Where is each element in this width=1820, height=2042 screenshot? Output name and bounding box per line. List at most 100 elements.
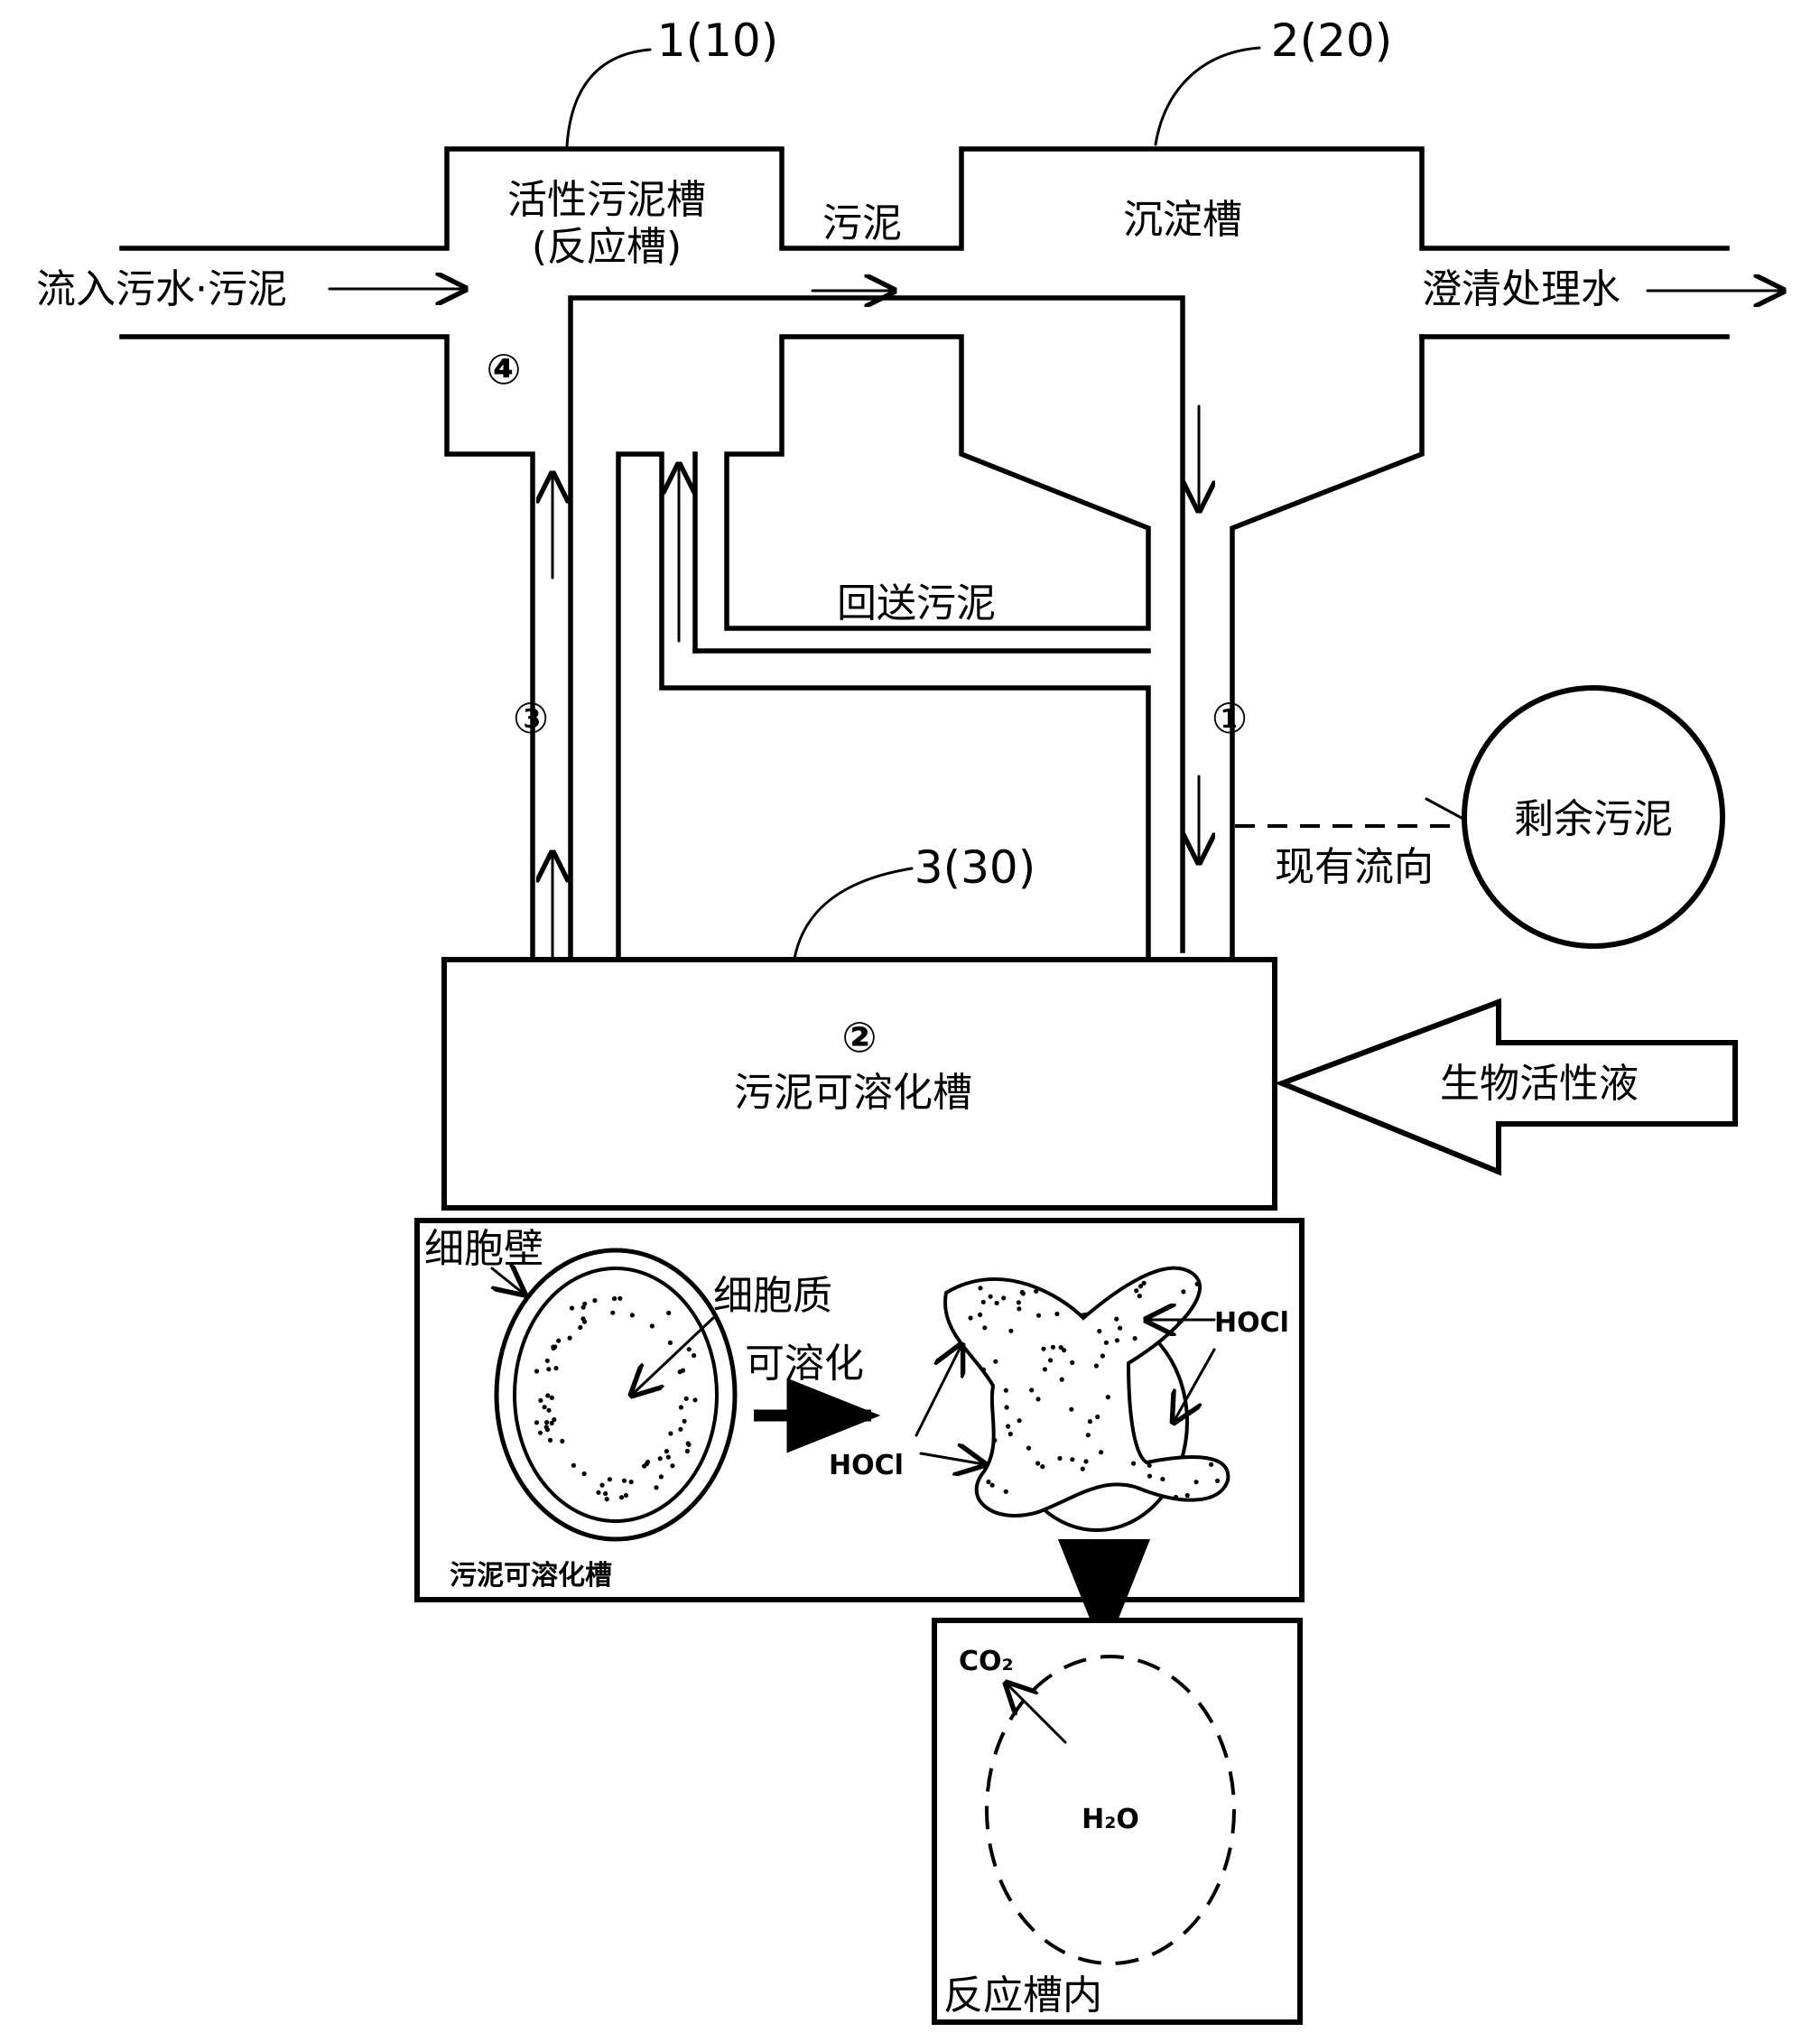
cytoplasm-dot [666,1310,672,1315]
dissolved-cell-dashed [985,1655,1236,1965]
ruptured-cell-dot [1001,1295,1007,1301]
ruptured-cell-dot [1017,1418,1022,1424]
ruptured-cell-dot [1040,1464,1045,1470]
cytoplasm-dot [534,1420,540,1425]
cytoplasm-dot [538,1397,543,1403]
ruptured-cell-dot [1058,1345,1063,1351]
ruptured-cell-dots [968,1280,1221,1500]
ruptured-cell-dot [1008,1328,1014,1333]
ruptured-cell-dot [1035,1461,1041,1466]
tank1-left-wall [119,334,535,962]
ruptured-cell-dot [978,1286,983,1291]
ruptured-cell-dot [1048,1358,1054,1363]
ruptured-cell-dot [1099,1450,1104,1455]
ruptured-cell-dot [1041,1346,1046,1351]
ruptured-cell-dot [1215,1478,1221,1483]
ruptured-cell-dot [1019,1289,1025,1295]
ruptured-cell-dot [1105,1395,1110,1400]
cytoplasm-dot [551,1344,556,1350]
cytoplasm-dot [657,1456,663,1462]
ruptured-cell-dot [1080,1466,1085,1471]
cytoplasm-dot [560,1438,565,1443]
ref-settling-tank: 2(20) [1271,14,1392,67]
cytoplasm-dot [607,1477,613,1482]
cytoplasm-dot [578,1324,583,1331]
ruptured-cell-dot [1050,1344,1055,1350]
cytoplasm-dot [658,1474,664,1480]
ruptured-cell-dot [1085,1433,1091,1438]
hocl-left-arrow-lower [919,1453,984,1464]
cytoplasm-dots [534,1295,698,1502]
ruptured-cell-dot [1141,1280,1147,1286]
cytoplasm-dot [649,1323,655,1329]
ref-solubilization-tank: 3(30) [915,841,1035,894]
hocl-left-label: HOCl [829,1450,904,1481]
ruptured-cell-dot [1209,1462,1214,1467]
ruptured-cell-dot [1035,1313,1042,1318]
hocl-left-arrow-upper [915,1345,961,1437]
ruptured-cell-dot [1083,1459,1089,1464]
cytoplasm-dot [670,1463,675,1469]
ruptured-cell-dot [1114,1338,1119,1343]
ruptured-cell-dot [1029,1388,1035,1393]
cytoplasm-dot [544,1358,550,1363]
ruptured-cell-dot [1035,1397,1041,1402]
ref-activated-tank: 1(10) [657,14,778,67]
ruptured-cell-dot [982,1325,988,1331]
cytoplasm-dot [537,1430,543,1435]
return-sludge-label: 回送污泥 [837,580,996,627]
ref1-leader [565,48,652,148]
ruptured-cell-dot [1003,1388,1008,1393]
sludge-transfer-label: 污泥 [822,200,902,246]
cytoplasm-dot [664,1449,670,1454]
cytoplasm-label: 细胞质 [713,1273,832,1319]
ruptured-cell-dot [1118,1325,1123,1331]
cytoplasm-dot [678,1405,684,1410]
cytoplasm-dot [680,1368,686,1373]
marker-2: ② [842,1013,878,1062]
hocl-right-arrow-lower [1174,1348,1216,1422]
ruptured-cell-dot [1026,1445,1032,1451]
ruptured-cell-dot [1062,1348,1067,1353]
cytoplasm-pointer [632,1316,715,1395]
cell-panel-caption: 污泥可溶化槽 [450,1560,612,1592]
h2o-label: H₂O [1082,1804,1139,1835]
ruptured-cell-dot [1147,1473,1153,1479]
ref3-leader [793,867,914,961]
cytoplasm-dot [545,1393,551,1398]
ruptured-cell-dot [1087,1419,1092,1425]
settling-hopper-inner [724,334,1151,631]
solubilization-tank [441,957,1277,1211]
ruptured-cell-dot [1093,1363,1099,1369]
cytoplasm-dot [599,1482,605,1488]
cytoplasm-dot [546,1367,552,1372]
ruptured-cell-dot [1017,1306,1022,1312]
ruptured-cell-dot [1114,1316,1119,1322]
ruptured-cell-dot [1103,1340,1109,1345]
marker-1: ① [1211,694,1248,743]
sludge-bypass-pipe [616,451,1151,962]
cytoplasm-dot [683,1396,689,1401]
cytoplasm-dot [682,1418,687,1424]
cytoplasm-dot [567,1335,572,1341]
cell-wall-inner [513,1267,719,1523]
ruptured-cell-dot [1057,1455,1063,1462]
cytoplasm-dot [580,1316,586,1322]
ruptured-cell-dot [968,1315,973,1321]
cytoplasm-dot [571,1462,577,1468]
marker-4: ④ [487,345,522,394]
bio-liquid-label: 生物活性液 [1440,1061,1639,1107]
ruptured-cell-dot [1131,1461,1137,1466]
ruptured-cell-dot [988,1294,993,1299]
ruptured-cell-dot [1100,1353,1105,1359]
ruptured-cell-dot [1097,1329,1102,1334]
ruptured-cell-dot [1184,1492,1190,1499]
settling-tank-title: 沉淀槽 [1123,197,1242,243]
cytoplasm-dot [654,1485,659,1490]
reactor-panel [932,1618,1303,2025]
marker-3: ③ [512,694,549,743]
cytoplasm-dot [596,1490,601,1495]
ruptured-cell-dot [1008,1431,1013,1437]
